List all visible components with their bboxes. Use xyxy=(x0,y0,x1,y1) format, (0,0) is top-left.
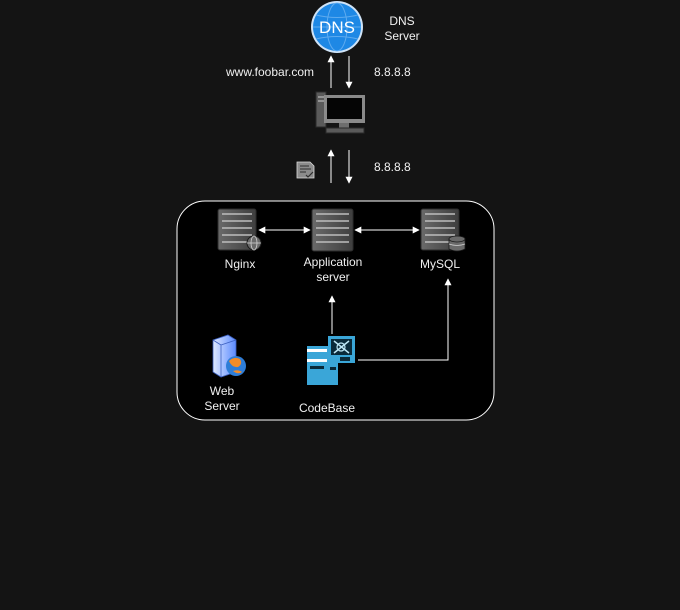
web-label-line1: Web xyxy=(209,384,235,398)
edge-label-cluster-ip: 8.8.8.8 xyxy=(374,160,411,174)
nginx-label: Nginx xyxy=(224,257,256,271)
dns-icon-text: DNS xyxy=(319,18,355,37)
application-server-icon xyxy=(311,208,354,252)
mysql-label: MySQL xyxy=(419,257,460,271)
dns-server-label: DNS Server xyxy=(382,14,422,44)
app-label-line1: Application xyxy=(303,255,363,269)
application-server-label: Application server xyxy=(297,255,369,285)
codebase-icon xyxy=(307,336,355,385)
web-server-label: Web Server xyxy=(199,384,245,414)
dns-label-line2: Server xyxy=(384,29,420,43)
mysql-server-icon xyxy=(420,208,466,252)
desktop-computer-icon xyxy=(315,91,365,134)
edge-label-dns-ip: 8.8.8.8 xyxy=(374,65,411,79)
server-cluster xyxy=(176,200,495,421)
nginx-server-icon xyxy=(217,208,262,251)
dns-server-icon: DNS xyxy=(311,1,363,53)
codebase-label: CodeBase xyxy=(298,401,356,415)
web-label-line2: Server xyxy=(204,399,240,413)
app-label-line2: server xyxy=(316,270,350,284)
edge-label-domain: www.foobar.com xyxy=(226,65,315,79)
edge-codebase-to-mysql xyxy=(358,278,452,361)
web-server-icon xyxy=(212,334,246,378)
document-check-icon xyxy=(296,161,315,179)
dns-label-line1: DNS xyxy=(389,14,415,28)
